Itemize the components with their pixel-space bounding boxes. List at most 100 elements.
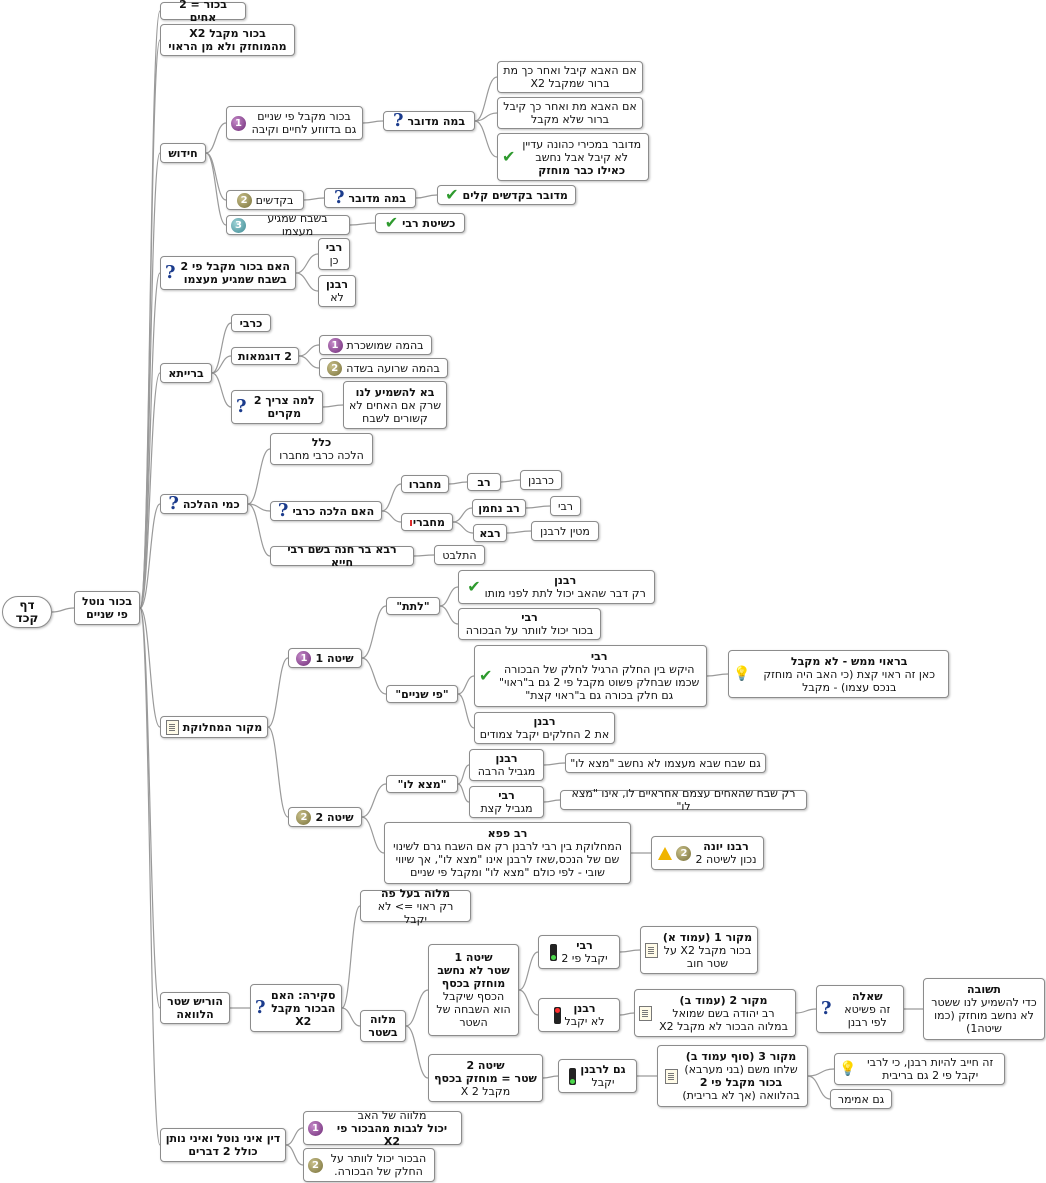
node-rav-nachman[interactable]: רב נחמן [472, 499, 526, 517]
root-node[interactable]: דף קכד [2, 596, 52, 628]
number-1-icon: 1 [327, 337, 343, 353]
node-matza-rabanan-note[interactable]: גם שבח שבא מעצמו לא נחשב "מצא לו" [565, 753, 766, 773]
lightbulb-icon: 💡 [839, 1061, 857, 1077]
node-label: זה פשיטא לפי רבנן [844, 1002, 891, 1029]
node-label: ברייתא [168, 366, 204, 380]
number-3-icon: 3 [231, 217, 246, 233]
node-rabi[interactable]: רבי [550, 496, 581, 516]
node-hitlavat[interactable]: התלבט [434, 545, 485, 565]
node-matza-lo[interactable]: "מצא לו" [386, 775, 458, 793]
node-bame-medubar-2[interactable]: במה מדובר? [324, 188, 416, 208]
node-label: רק שבח שהאחים עצמם אחראיים לו, אינו "מצא… [571, 787, 796, 813]
connector-line [139, 503, 161, 609]
node-din-2[interactable]: הבכור יכול לוותר על החלק של הבכורה.2 [303, 1148, 435, 1182]
node-heading: בא להשמיע לנו [355, 385, 435, 399]
node-kmi-hahalacha[interactable]: כמי ההלכה? [160, 494, 248, 514]
node-label: רב [477, 475, 491, 489]
number-2-icon: 2 [308, 1157, 323, 1173]
node-heading: רבי [498, 789, 515, 802]
node-makor-1[interactable]: מקור 1 (עמוד א)בכור מקבל X2 על שטר חוב [640, 926, 758, 974]
node-kshitat-rabi[interactable]: כשיטת רבי✔ [375, 213, 465, 233]
node-haim-bechor[interactable]: האם בכור מקבל פי 2 בשבח שמגיע מעצמו? [160, 256, 296, 290]
node-heading: גם לרבנן [580, 1063, 626, 1076]
node-makor-3-note[interactable]: זה חייב להיות רבנן, כי לרבי יקבל פי 2 גם… [834, 1053, 1005, 1085]
node-bame-medubar-1[interactable]: במה מדובר? [383, 111, 475, 131]
node-label: בכור יכול לוותר על הבכורה [465, 624, 594, 637]
node-case-a[interactable]: אם האבא קיבל ואחר כך מת ברור שמקבל X2 [497, 61, 643, 93]
node-horish-shtar[interactable]: הוריש שטר הלוואה [160, 992, 230, 1024]
connector-line [295, 253, 319, 274]
node-kodashim-kalim[interactable]: מדובר בקדשים קלים✔ [437, 185, 576, 205]
node-case-c[interactable]: מדובר במכירי כהונה עדיין לא קיבל אבל נחש… [497, 133, 649, 181]
node-pi-shnayim[interactable]: "פי שניים" [386, 685, 458, 703]
node-chidush[interactable]: חידוש [160, 143, 206, 163]
node-din-eini-notel[interactable]: דין איני נוטל ואיני נותן כולל 2 דברים [160, 1128, 286, 1162]
node-label: אם האבא מת ואחר כך קיבל ברור שלא מקבל [503, 100, 637, 126]
node-skira[interactable]: סקירה: האם הבכור מקבל X2? [250, 984, 342, 1032]
node-matin-lerabanan[interactable]: מטין לרבנן [531, 521, 599, 541]
node-rav[interactable]: רב [467, 473, 501, 491]
connector-line [619, 1012, 635, 1016]
node-label: מקבל X 2 [460, 1084, 511, 1098]
node-mechavro[interactable]: מחברו [401, 475, 449, 493]
main-topic-node[interactable]: בכור נוטל פי שניים [74, 591, 140, 625]
node-bechor-2-achim[interactable]: בכור = 2 אחים [160, 0, 246, 24]
node-label: רב נחמן [478, 501, 520, 515]
node-kerabi[interactable]: כרבי [231, 314, 271, 332]
node-bechor-muchzak[interactable]: בכור מקבל X2 מהמוחזק ולא מן הראוי [160, 24, 295, 56]
node-label-bold: יכול לגבות מהבכור פי X2 [336, 1121, 448, 1148]
node-label: חידוש [168, 146, 198, 160]
node-raba-bar-chana[interactable]: רבא בר חנה בשם רבי חייא [270, 543, 414, 569]
node-label: מלווה של האב [357, 1108, 427, 1122]
node-case-b[interactable]: אם האבא מת ואחר כך קיבל ברור שלא מקבל [497, 97, 643, 129]
node-label: לא [330, 291, 344, 304]
node-makor-3[interactable]: מקור 3 (סוף עמוד ב)שלחו משם (בני מערבא)ב… [657, 1045, 808, 1107]
question-icon: ? [236, 396, 247, 417]
node-latet[interactable]: "לתת" [386, 597, 440, 615]
node-makor-2[interactable]: מקור 2 (עמוד ב)רב יהודה בשם שמואל במלוה … [634, 989, 796, 1037]
node-karabanan[interactable]: כרבנן [520, 470, 562, 490]
node-chidush-1[interactable]: בכור מקבל פי שניים גם בדזוזע לחיים וקיבה… [226, 106, 363, 140]
node-label: כדי להשמיע לנו ששטר לא נחשב מוחזק (כמו ש… [931, 996, 1037, 1035]
node-gam-amimar[interactable]: גם אמימר [830, 1089, 892, 1109]
node-brayta[interactable]: ברייתא [160, 363, 212, 383]
node-dugmaot[interactable]: 2 דוגמאות [231, 347, 299, 365]
node-matza-rabi-note[interactable]: רק שבח שהאחים עצמם אחראיים לו, אינו "מצא… [560, 787, 807, 813]
node-milve-bishtar[interactable]: מלוה בשטר [360, 1010, 406, 1042]
node-haim-halacha[interactable]: האם הלכה כרבי? [270, 501, 382, 521]
node-rava[interactable]: רבא [473, 524, 507, 542]
connector-line [415, 194, 438, 199]
node-makor-hamachloket[interactable]: מקור המחלוקת [160, 716, 268, 738]
node-mechaveraiv[interactable]: מחבריו [401, 513, 453, 531]
node-lama-tzarich[interactable]: למה צריך 2 מקרים? [231, 390, 323, 424]
